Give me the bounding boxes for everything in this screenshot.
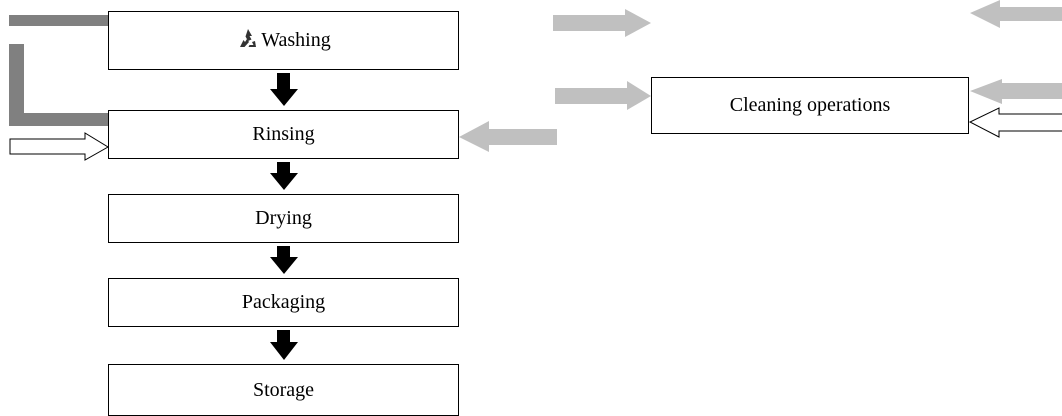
flow-arrow-drying-to-packaging	[270, 246, 298, 274]
step-washing-label: Washing	[261, 29, 331, 51]
grey-arrow-top-right	[970, 0, 1062, 28]
recycle-icon	[240, 28, 257, 47]
grey-arrow-top-center	[553, 9, 651, 37]
step-washing-label-wrap: Washing	[236, 28, 331, 52]
step-drying: Drying	[108, 194, 459, 243]
recycle-loop-connector	[9, 15, 109, 126]
step-rinsing-label: Rinsing	[252, 123, 315, 145]
grey-arrow-into-cleaning	[555, 81, 651, 110]
input-arrow-cleaning-right	[968, 107, 1062, 138]
step-packaging: Packaging	[108, 278, 459, 327]
input-arrow-rinsing-left	[9, 132, 109, 161]
step-storage-label: Storage	[252, 378, 315, 401]
cleaning-operations-label: Cleaning operations	[729, 94, 891, 116]
grey-arrow-right-into-cleaning	[970, 79, 1062, 104]
input-arrow-rinsing-right	[459, 121, 557, 152]
flow-arrow-rinsing-to-drying	[270, 162, 298, 190]
step-packaging-label: Packaging	[241, 291, 326, 313]
cleaning-operations-box: Cleaning operations	[651, 77, 969, 134]
flow-arrow-packaging-to-storage	[270, 330, 298, 360]
step-storage: Storage	[108, 364, 459, 416]
step-washing: Washing	[108, 11, 459, 70]
step-drying-label: Drying	[255, 207, 312, 229]
step-rinsing: Rinsing	[108, 110, 459, 159]
flow-arrow-washing-to-rinsing	[270, 73, 298, 106]
